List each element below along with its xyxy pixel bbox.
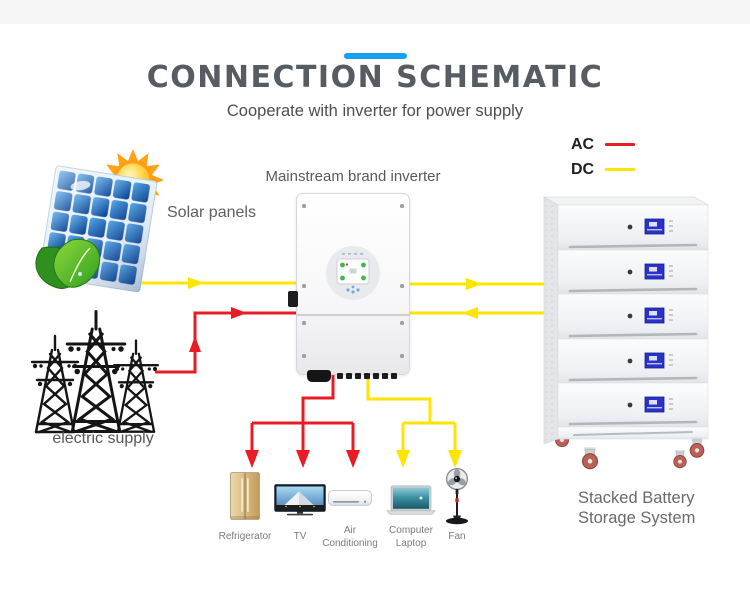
- screw-icon: [302, 284, 306, 288]
- screw-icon: [302, 204, 306, 208]
- ac-arrowheads: [189, 307, 360, 468]
- caster-wheel: [689, 437, 705, 458]
- appliance-laptop: Computer Laptop: [381, 485, 441, 550]
- appliance-air-conditioner: Air Conditioning: [318, 490, 382, 550]
- tv-icon: [274, 484, 326, 516]
- laptop-icon: [386, 485, 436, 515]
- battery-label-line1: Stacked Battery: [578, 489, 695, 507]
- inverter-port: [382, 373, 388, 379]
- air-conditioner-icon: [328, 490, 372, 506]
- screw-icon: [400, 204, 404, 208]
- inverter-port: [337, 373, 343, 379]
- screw-icon: [400, 284, 404, 288]
- inverter-seam: [297, 314, 409, 316]
- page-subtitle: Cooperate with inverter for power supply: [226, 102, 524, 120]
- inverter-port: [391, 373, 397, 379]
- inverter-label: Mainstream brand inverter: [265, 168, 441, 185]
- inverter-lower-section: [297, 316, 409, 374]
- solar-panel-icon: [35, 149, 164, 292]
- inverter-port: [355, 373, 361, 379]
- dc-arrowheads: [188, 277, 482, 468]
- legend-dc-label: DC: [571, 160, 595, 178]
- inverter-icon: [288, 193, 410, 382]
- battery-module: [557, 293, 709, 340]
- refrigerator-icon: [230, 472, 260, 520]
- appliance-tv: TV: [272, 484, 328, 543]
- page-title: CONNECTION SCHEMATIC: [146, 60, 604, 95]
- tv-label: TV: [293, 531, 307, 542]
- inverter-bottom-connector: [307, 370, 331, 382]
- top-band: [0, 0, 750, 24]
- screw-icon: [400, 354, 404, 358]
- battery-stack-icon: [542, 196, 710, 470]
- legend-item-ac: AC: [571, 136, 635, 153]
- battery-module: [557, 204, 709, 251]
- appliance-fan: Fan: [437, 468, 477, 543]
- electric-supply-label: electric supply: [52, 430, 154, 447]
- leaves-icon: [35, 238, 101, 289]
- power-pylons-icon: [30, 310, 159, 434]
- fan-label: Fan: [448, 531, 466, 542]
- refrigerator-label: Refrigerator: [218, 531, 272, 542]
- battery-top-face: [542, 196, 710, 206]
- legend-dc-line: [605, 167, 635, 172]
- caster-wheel: [673, 450, 687, 469]
- battery-module: [557, 249, 709, 295]
- battery-label: Stacked Battery Storage System: [578, 489, 695, 528]
- fan-icon: [445, 468, 469, 525]
- screw-icon: [302, 321, 306, 325]
- air-conditioner-label: Air Conditioning: [322, 525, 378, 549]
- legend-item-dc: DC: [571, 161, 635, 178]
- inverter-port: [373, 373, 379, 379]
- title-accent-bar: [344, 53, 407, 59]
- legend-ac-line: [605, 142, 635, 147]
- inverter-port: [346, 373, 352, 379]
- battery-side-texture: [544, 197, 558, 444]
- appliance-refrigerator: Refrigerator: [205, 472, 285, 543]
- screw-icon: [302, 354, 306, 358]
- screw-icon: [400, 321, 404, 325]
- battery-module: [557, 338, 709, 384]
- battery-label-line2: Storage System: [578, 508, 696, 527]
- legend-ac-label: AC: [571, 135, 595, 153]
- inverter-display: [336, 253, 370, 294]
- inverter-side-connector: [288, 291, 298, 307]
- inverter-port: [364, 373, 370, 379]
- laptop-label: Computer Laptop: [389, 525, 433, 549]
- wire-legend: AC DC: [571, 136, 635, 186]
- caster-wheel: [581, 447, 599, 470]
- inverter-display-ring: [326, 246, 380, 300]
- battery-modules: [557, 204, 709, 440]
- battery-module: [557, 382, 709, 428]
- solar-panels-label: Solar panels: [167, 204, 256, 221]
